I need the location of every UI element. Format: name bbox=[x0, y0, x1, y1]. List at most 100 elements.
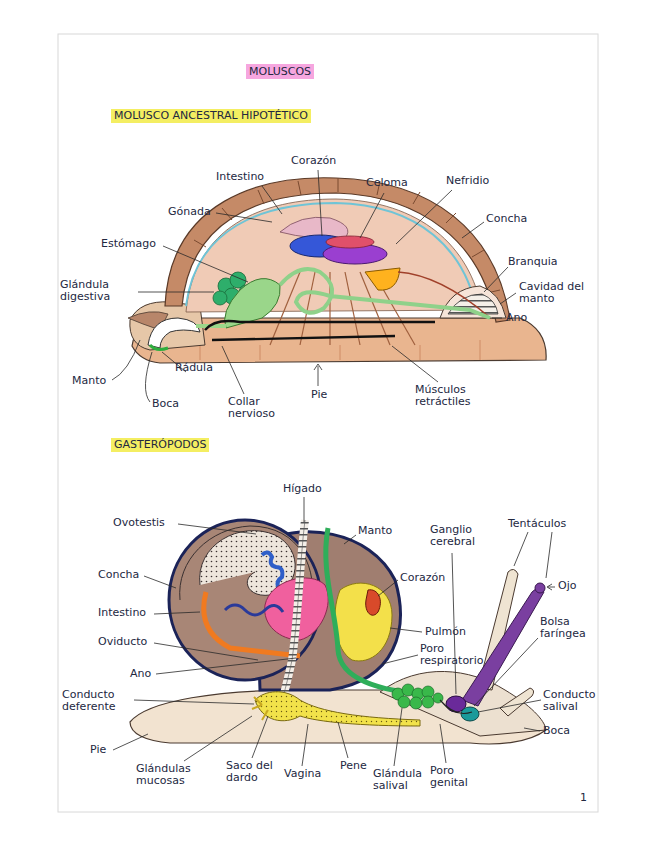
part-label: Pene bbox=[340, 760, 367, 772]
crop bbox=[326, 528, 420, 694]
paper-sheet bbox=[58, 34, 598, 812]
leader-lines bbox=[154, 612, 200, 614]
leader-lines bbox=[302, 724, 308, 766]
heart bbox=[366, 590, 381, 615]
leader-lines bbox=[462, 222, 484, 238]
part-label: Músculos retráctiles bbox=[415, 384, 515, 408]
part-label: Hígado bbox=[283, 483, 322, 495]
leader-lines bbox=[390, 628, 422, 632]
part-label: Conducto salival bbox=[543, 689, 609, 713]
salivary-gland bbox=[392, 684, 443, 709]
part-label: Ganglio cerebral bbox=[430, 524, 488, 548]
leader-lines bbox=[216, 213, 272, 222]
part-label: Concha bbox=[98, 569, 139, 581]
digestive-gland bbox=[213, 291, 227, 305]
intestine bbox=[280, 269, 490, 318]
part-label: Glándulas mucosas bbox=[136, 763, 208, 787]
leader-lines bbox=[378, 580, 398, 596]
leader-lines bbox=[500, 293, 516, 304]
part-label: Manto bbox=[358, 525, 392, 537]
leader-lines bbox=[134, 700, 254, 704]
leader-lines bbox=[318, 366, 319, 386]
leader-lines bbox=[314, 364, 322, 370]
leader-lines bbox=[318, 170, 322, 236]
leader-lines bbox=[144, 576, 176, 588]
salivary-gland bbox=[398, 696, 410, 708]
part-label: Ovotestis bbox=[113, 517, 165, 529]
leader-lines bbox=[112, 170, 555, 766]
mouth bbox=[148, 318, 200, 348]
part-label: Poro respiratorio bbox=[420, 643, 482, 667]
part-label: Tentáculos bbox=[508, 518, 566, 530]
leader-lines bbox=[338, 722, 348, 758]
part-label: Concha bbox=[486, 213, 527, 225]
part-label: Intestino bbox=[98, 607, 146, 619]
shell-ridges bbox=[413, 192, 420, 204]
part-label: Nefridio bbox=[446, 175, 489, 187]
leader-lines bbox=[113, 734, 148, 750]
shell-ridges bbox=[446, 213, 456, 223]
shell-ridges bbox=[472, 250, 484, 257]
section-heading: GASTERÓPODOS bbox=[111, 438, 209, 452]
leader-lines bbox=[156, 658, 296, 674]
part-label: Corazón bbox=[291, 155, 336, 167]
lung bbox=[335, 583, 392, 661]
part-label: Pulmón bbox=[425, 626, 466, 638]
coelom bbox=[326, 236, 374, 248]
part-label: Pie bbox=[90, 744, 106, 756]
mucous-glands bbox=[252, 697, 268, 720]
part-label: Vagina bbox=[284, 768, 321, 780]
part-label: Ano bbox=[130, 668, 151, 680]
part-label: Poro genital bbox=[430, 765, 488, 789]
leader-lines bbox=[138, 292, 214, 293]
foot-streaks bbox=[200, 345, 201, 360]
ovotestis bbox=[262, 552, 282, 587]
part-label: Gónada bbox=[168, 206, 211, 218]
leader-lines bbox=[524, 728, 540, 731]
part-label: Glándula digestiva bbox=[60, 279, 136, 303]
leader-lines bbox=[478, 700, 541, 712]
leader-lines bbox=[344, 535, 356, 544]
part-label: Branquia bbox=[508, 256, 558, 268]
leader-lines bbox=[360, 193, 384, 238]
nephridium-duct bbox=[398, 272, 488, 316]
part-label: Boca bbox=[152, 398, 179, 410]
part-label: Intestino bbox=[216, 171, 264, 183]
leader-lines bbox=[514, 532, 528, 566]
leader-lines bbox=[262, 186, 282, 214]
shell-ridges bbox=[338, 178, 339, 192]
mucous-glands bbox=[252, 697, 268, 720]
part-label: Glándula salival bbox=[373, 768, 431, 792]
hermaphrodite-duct-edge bbox=[280, 520, 305, 710]
leader-lines bbox=[546, 532, 552, 578]
eye bbox=[535, 583, 545, 593]
salivary-duct bbox=[440, 700, 472, 714]
leader-lines bbox=[396, 190, 452, 244]
page-number: 1 bbox=[580, 792, 587, 804]
salivary-gland bbox=[410, 697, 422, 709]
part-label: Bolsa faríngea bbox=[540, 616, 600, 640]
part-label: Conducto deferente bbox=[62, 689, 134, 713]
intestine-coil bbox=[225, 605, 283, 615]
part-label: Oviducto bbox=[98, 636, 147, 648]
leader-lines bbox=[145, 352, 152, 402]
leader-lines bbox=[154, 643, 258, 660]
part-label: Rádula bbox=[175, 362, 213, 374]
nephridium bbox=[365, 268, 400, 290]
leader-lines bbox=[304, 497, 305, 522]
part-label: Collar nervioso bbox=[228, 396, 290, 420]
leader-lines bbox=[178, 524, 256, 534]
part-label: Saco del dardo bbox=[226, 760, 282, 784]
ancestral-mollusc bbox=[128, 178, 546, 363]
shell bbox=[165, 178, 510, 322]
part-label: Ano bbox=[506, 312, 527, 324]
intestine bbox=[204, 592, 300, 656]
foot-streaks bbox=[420, 345, 421, 360]
leader-lines bbox=[440, 724, 446, 763]
part-label: Estómago bbox=[101, 238, 156, 250]
foot-streaks bbox=[340, 345, 341, 360]
foot-streaks bbox=[480, 340, 481, 360]
paper-sheet bbox=[58, 34, 598, 812]
leader-lines bbox=[184, 716, 252, 761]
